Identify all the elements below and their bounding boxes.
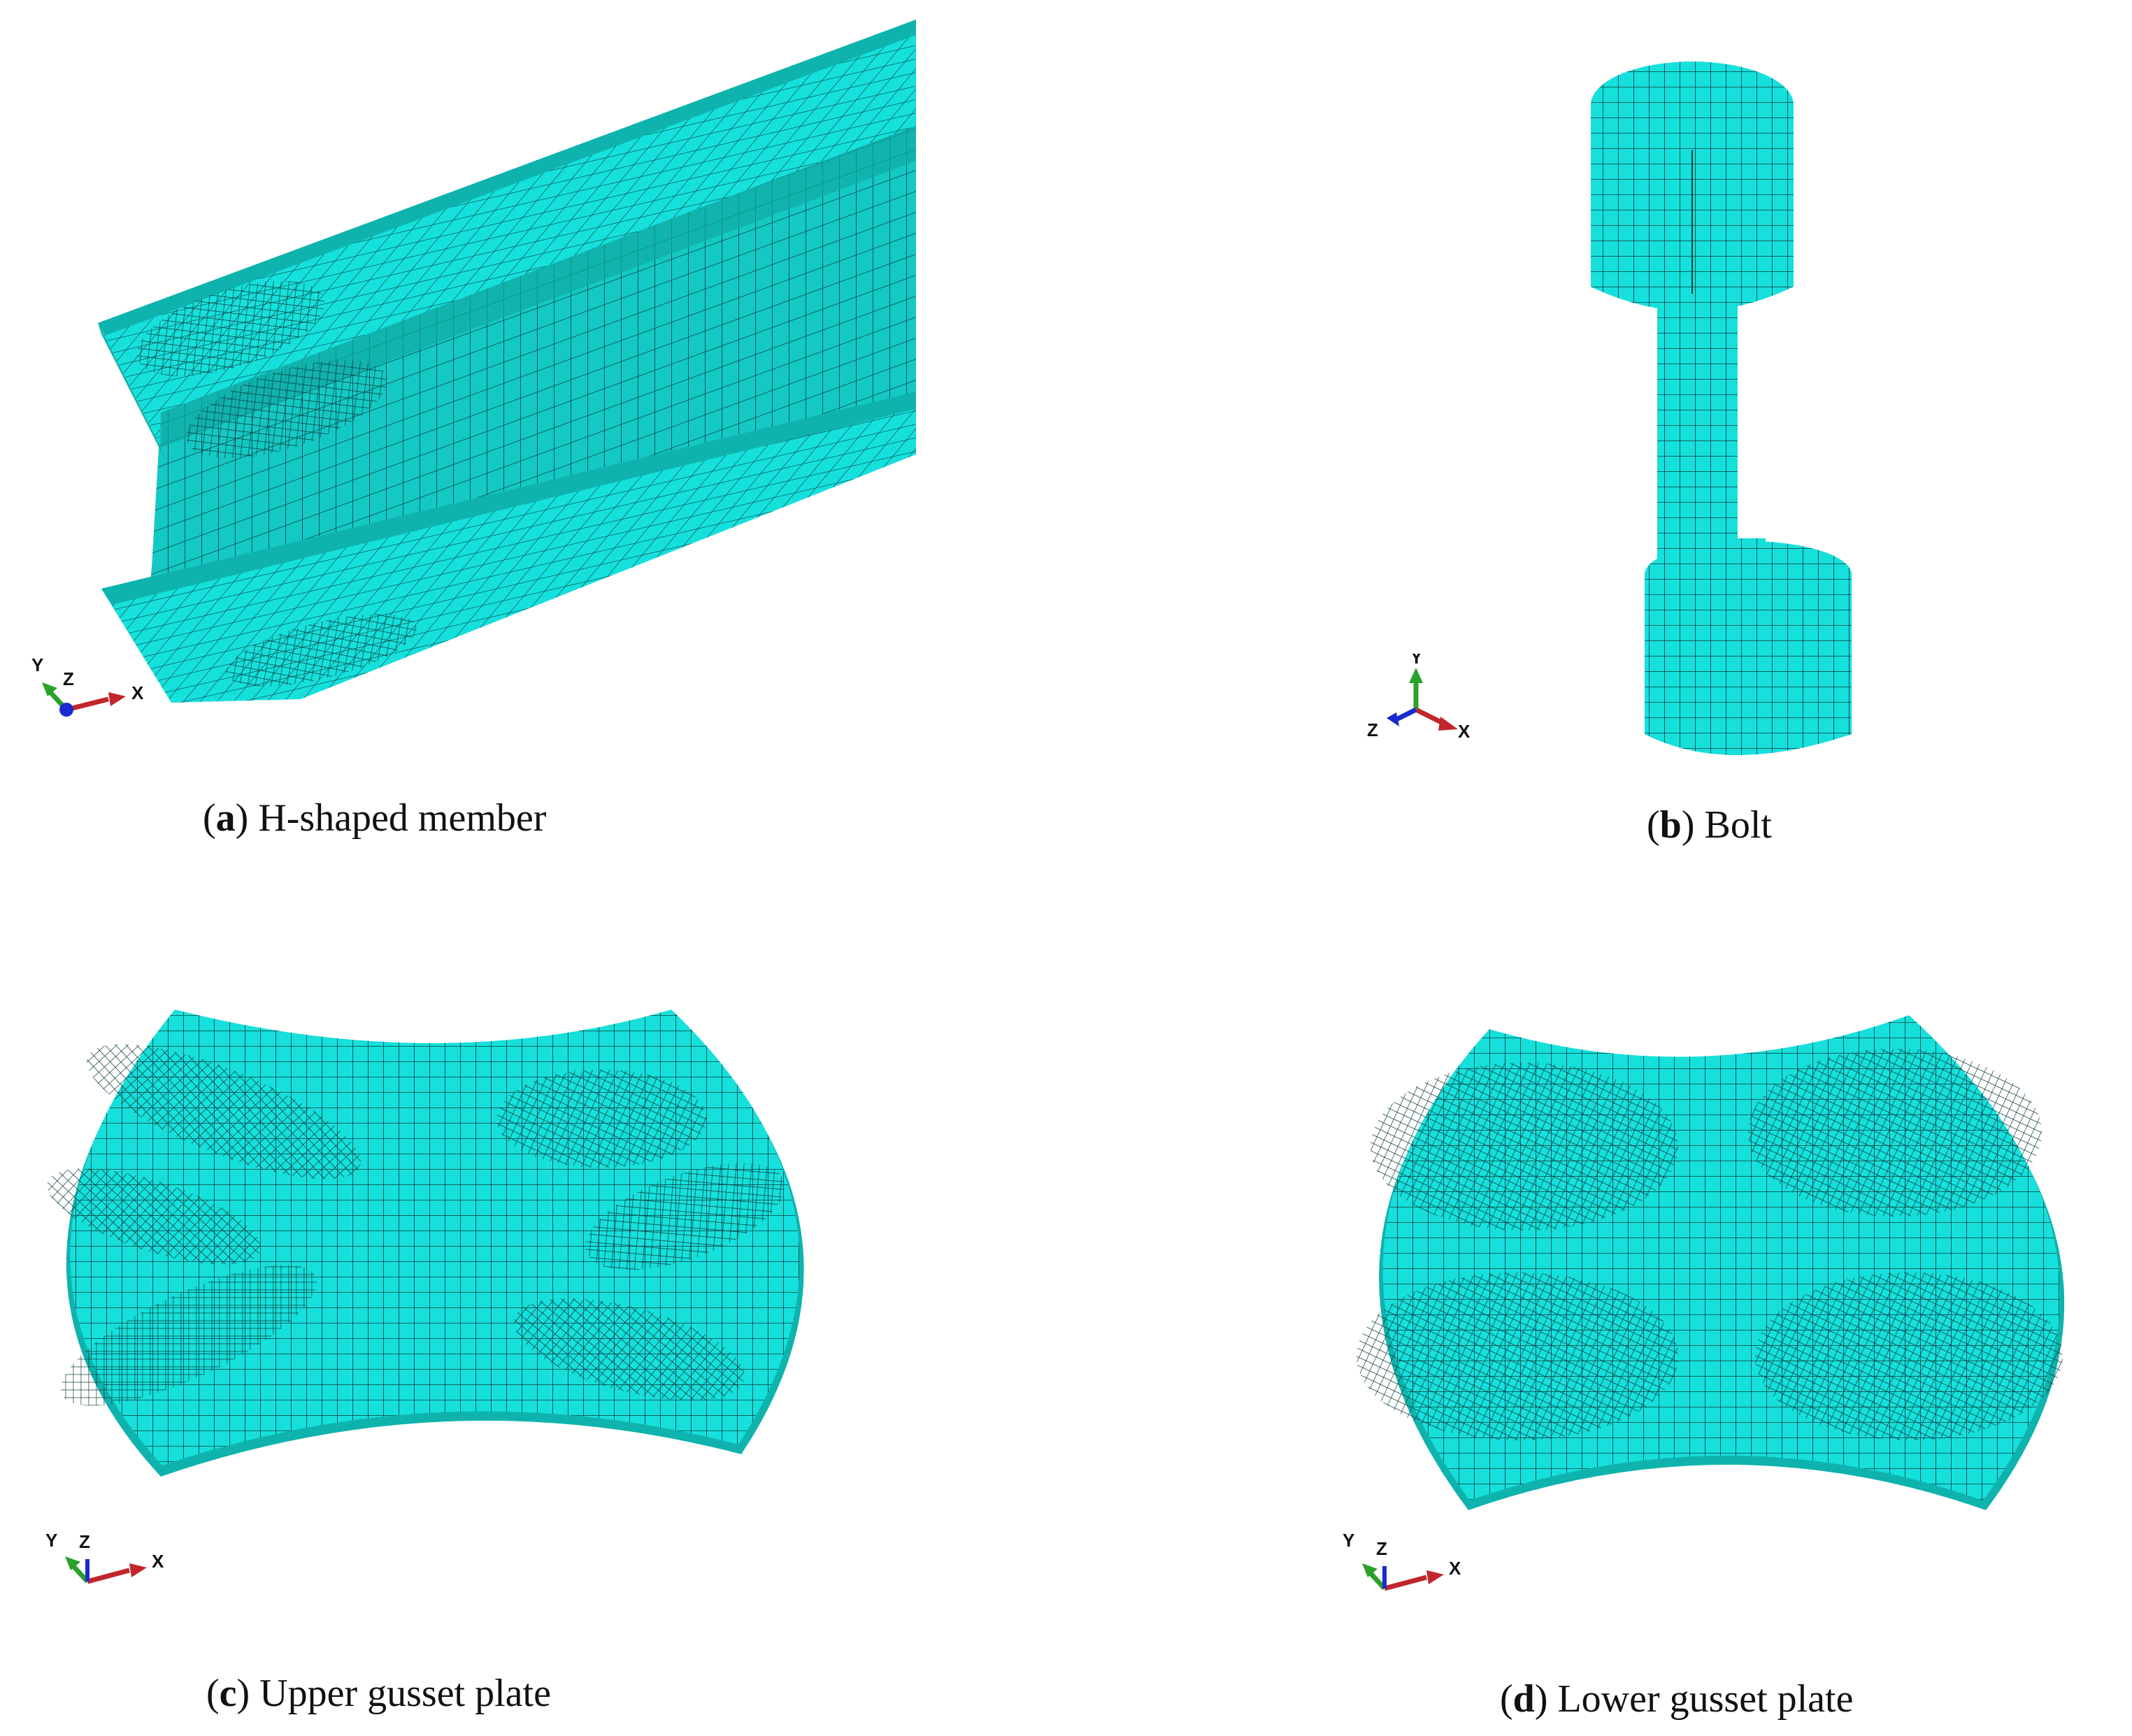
axis-label-z: Z [63,668,74,689]
caption-text: Upper gusset plate [259,1672,551,1715]
upper-gusset-mesh [47,1010,804,1477]
caption-letter: b [1659,803,1682,847]
caption-letter: c [219,1672,237,1715]
caption-a: (a) H-shaped member [203,796,547,840]
panel-b-bolt [1587,56,1867,769]
caption-letter: d [1512,1677,1535,1721]
axis-label-z: Z [1367,719,1378,738]
axis-label-z: Z [79,1531,90,1552]
axis-label-z: Z [1376,1538,1387,1559]
caption-text: Bolt [1704,803,1772,847]
axis-label-y: Y [31,654,43,675]
axis-label-x: X [1458,721,1471,738]
axis-label-x: X [131,682,144,703]
lower-gusset-mesh [1357,1015,2065,1510]
caption-c: (c) Upper gusset plate [206,1672,551,1715]
caption-b: (b) Bolt [1647,803,1772,847]
axis-label-y: Y [45,1530,57,1551]
bolt-mesh [1591,62,1852,755]
h-member-mesh [98,20,916,703]
axis-triad-c: Y Z X [45,1530,164,1584]
axis-label-y: Y [1410,654,1422,668]
axis-label-x: X [152,1551,164,1572]
axis-triad-a: Y Z X [31,654,144,717]
axis-triad-d: Y Z X [1343,1530,1461,1591]
axis-label-y: Y [1343,1530,1354,1551]
panel-c-upper-gusset-plate [14,1000,867,1489]
axis-label-x: X [1449,1558,1461,1579]
caption-text: Lower gusset plate [1557,1677,1854,1721]
caption-letter: a [215,796,236,840]
panel-d-lower-gusset-plate [1336,1007,2132,1524]
panel-a-h-shaped-member [0,0,923,755]
caption-text: H-shaped member [258,796,547,840]
caption-d: (d) Lower gusset plate [1500,1677,1854,1721]
axis-triad-b: Y Z X [1367,654,1471,738]
